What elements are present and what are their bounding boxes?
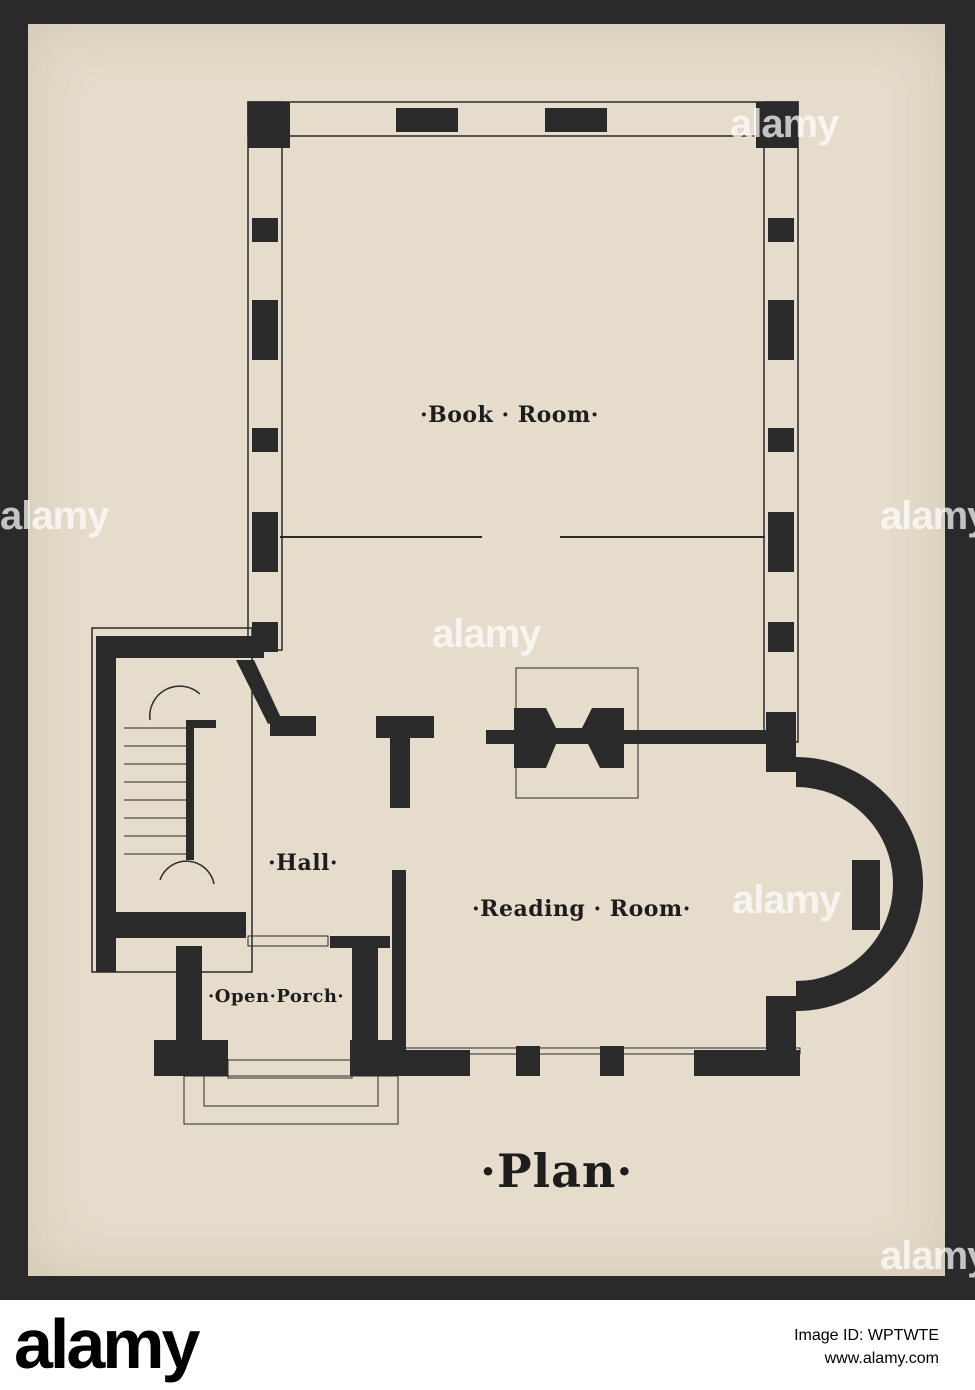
watermark: alamy <box>0 494 109 538</box>
floor-plan <box>91 101 923 1125</box>
book-room-label: ·Book · Room· <box>420 402 599 428</box>
hall-walls <box>91 627 434 1050</box>
alamy-logo: alamy <box>14 1305 200 1383</box>
fireplace <box>486 667 768 799</box>
reading-room-walls <box>330 757 923 1076</box>
book-room-walls <box>247 101 799 772</box>
watermark: alamy <box>880 494 975 538</box>
watermark: alamy <box>880 1234 975 1278</box>
watermark: alamy <box>432 612 541 656</box>
image-id-text: Image ID: WPTWTE <box>794 1327 939 1344</box>
site-url: www.alamy.com <box>824 1350 939 1368</box>
open-porch-label: ·Open·Porch· <box>208 986 345 1007</box>
watermark: alamy <box>730 102 839 146</box>
footer-bar <box>0 1300 975 1390</box>
image-info: Image ID: WPTWTE www.alamy.com <box>794 1324 939 1370</box>
watermark: alamy <box>732 878 841 922</box>
hall-label: ·Hall· <box>268 850 339 876</box>
open-porch <box>154 935 400 1125</box>
plan-title: ·Plan· <box>480 1144 634 1198</box>
reading-room-label: ·Reading · Room· <box>472 896 691 922</box>
